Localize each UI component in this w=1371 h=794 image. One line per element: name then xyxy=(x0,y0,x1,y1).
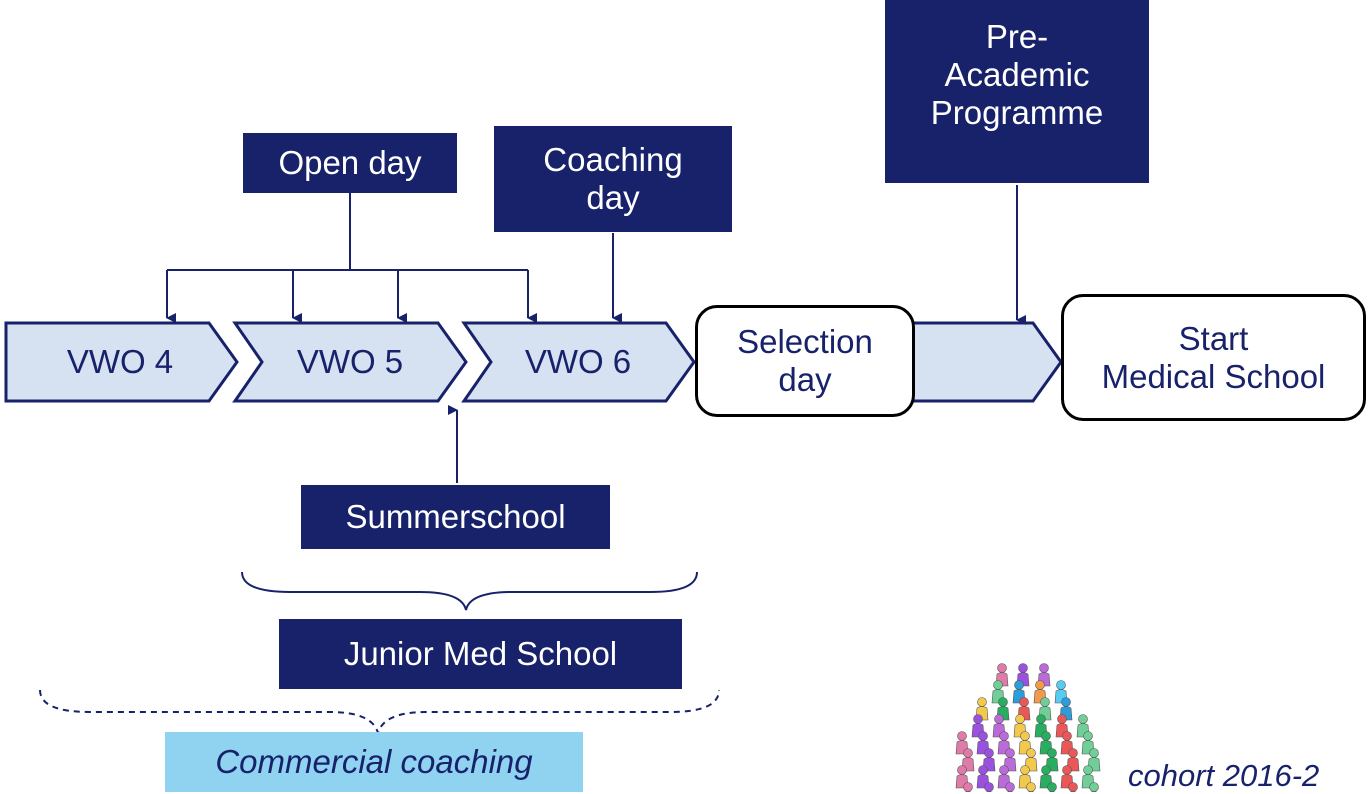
crowd-person xyxy=(1039,731,1053,755)
crowd-person xyxy=(1034,714,1048,738)
chevron-vwo5 xyxy=(232,321,468,403)
cohort-label: cohort 2016-2 xyxy=(1128,758,1320,793)
junior-med-school-box: Junior Med School xyxy=(279,619,682,689)
open-day-connectors xyxy=(166,192,537,323)
stage-vwo6-label: VWO 6 xyxy=(524,343,632,381)
crowd-icon xyxy=(955,663,1101,792)
stage-vwo5-label: VWO 5 xyxy=(296,343,404,381)
commercial-coaching-box: Commercial coaching xyxy=(165,732,583,792)
selection-day-line2: day xyxy=(778,361,832,398)
crowd-person xyxy=(961,748,975,772)
selection-day-line1: Selection xyxy=(737,323,873,361)
stage-vwo4-label: VWO 4 xyxy=(66,343,174,381)
summerschool-box: Summerschool xyxy=(301,485,610,549)
coaching-line2: day xyxy=(586,179,640,216)
crowd-person xyxy=(1039,765,1053,789)
pre-line1: Pre- xyxy=(985,18,1049,55)
chevron-transition xyxy=(906,321,1063,403)
chevron-vwo6 xyxy=(461,321,696,403)
start-medical-school-box: Start Medical School xyxy=(1061,294,1366,421)
coaching-line1: Coaching xyxy=(543,141,683,179)
junior-brace xyxy=(241,571,698,611)
start-line2: Medical School xyxy=(1101,357,1326,395)
commercial-brace xyxy=(39,689,720,737)
pre-line3: Programme xyxy=(930,93,1104,131)
coaching-day-box: Coaching day xyxy=(494,126,732,232)
open-day-box: Open day xyxy=(243,133,457,193)
crowd-person xyxy=(995,663,1009,687)
crowd-person xyxy=(1024,748,1038,772)
crowd-person xyxy=(975,697,989,721)
selection-day-box: Selection day xyxy=(695,305,915,417)
start-line1: Start xyxy=(1178,319,1249,357)
crowd-person xyxy=(1018,765,1032,789)
pre-academic-box: Pre- Academic Programme xyxy=(885,0,1149,183)
pre-line2: Academic xyxy=(944,55,1090,93)
chevron-vwo4 xyxy=(4,321,239,403)
